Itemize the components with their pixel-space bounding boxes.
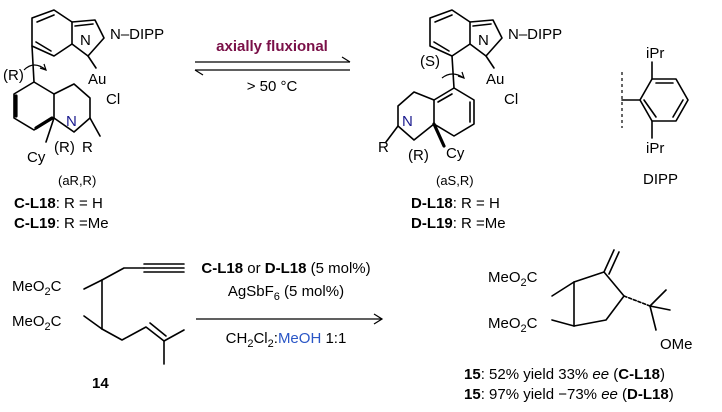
product-meo2c-bottom: MeO2C bbox=[488, 315, 538, 335]
result-1-close: ) bbox=[660, 366, 665, 383]
product-meo2c-bottom-c: C bbox=[527, 315, 538, 332]
d-l19-label: D-L19 bbox=[411, 215, 453, 232]
config-label-right: (aS,R) bbox=[436, 173, 474, 188]
r-axis-label-left: (R) bbox=[3, 67, 24, 84]
substrate-meo2c-bottom-subscript: 2 bbox=[45, 321, 51, 333]
ligand-d-l18-structure bbox=[385, 9, 503, 148]
amine-r-label-right: R bbox=[378, 139, 389, 156]
condition-meoh: MeOH bbox=[278, 330, 321, 347]
condition-loading-2: (5 mol%) bbox=[280, 283, 344, 300]
condition-line-1: C-L18 or D-L18 (5 mol%) bbox=[201, 260, 370, 277]
result-2-product: 15 bbox=[464, 386, 481, 403]
dipp-structure bbox=[621, 61, 689, 139]
d-l19-line: D-L19: R =Me bbox=[411, 215, 506, 232]
ipr-bottom-label: iPr bbox=[646, 140, 664, 157]
n-dipp-label-left: N–DIPP bbox=[110, 26, 164, 43]
product-meo2c-top-c: C bbox=[527, 269, 538, 286]
result-2-open: ( bbox=[618, 386, 627, 403]
substrate-number: 14 bbox=[92, 375, 109, 392]
result-2-close: ) bbox=[669, 386, 674, 403]
d-l19-r-label: : R =Me bbox=[453, 215, 506, 232]
substrate-meo2c-bottom-c: C bbox=[51, 313, 62, 330]
c-l18-line: C-L18: R = H bbox=[14, 195, 103, 212]
ipr-top-label: iPr bbox=[646, 45, 664, 62]
result-2-ee: ee bbox=[601, 386, 618, 403]
r-center-label-right: (R) bbox=[408, 147, 429, 164]
amine-n-label-right: N bbox=[402, 113, 413, 130]
result-line-1: 15: 52% yield 33% ee (C-L18) bbox=[464, 366, 665, 383]
condition-agsbf-subscript: 6 bbox=[274, 291, 280, 303]
result-2-catalyst: D-L18 bbox=[627, 386, 669, 403]
result-1-product: 15 bbox=[464, 366, 481, 383]
reaction-arrow bbox=[196, 313, 384, 325]
condition-loading-1: (5 mol%) bbox=[306, 260, 370, 277]
au-label-left: Au bbox=[88, 71, 106, 88]
condition-colon: : bbox=[274, 330, 278, 347]
condition-catalyst-d: D-L18 bbox=[265, 260, 307, 277]
result-1-open: ( bbox=[609, 366, 618, 383]
c-l18-r-label: : R = H bbox=[56, 195, 103, 212]
d-l18-line: D-L18: R = H bbox=[411, 195, 500, 212]
product-meo2c-bottom-prefix: MeO bbox=[488, 315, 521, 332]
cl-label-right: Cl bbox=[504, 91, 518, 108]
cy-label-left: Cy bbox=[27, 149, 46, 166]
n-dipp-label-right: N–DIPP bbox=[508, 26, 562, 43]
product-15-structure bbox=[551, 249, 671, 331]
arrow-top-label: axially fluxional bbox=[216, 38, 328, 55]
arrow-bottom-label: > 50 °C bbox=[247, 78, 298, 95]
product-ome-label: OMe bbox=[660, 336, 693, 353]
condition-ch-subscript: 2 bbox=[247, 338, 253, 350]
substrate-meo2c-bottom-prefix: MeO bbox=[12, 313, 45, 330]
substrate-meo2c-top-c: C bbox=[51, 278, 62, 295]
cy-label-right: Cy bbox=[446, 145, 465, 162]
result-line-2: 15: 97% yield −73% ee (D-L18) bbox=[464, 386, 674, 403]
n-label-right: N bbox=[478, 32, 489, 49]
product-meo2c-top-subscript: 2 bbox=[521, 277, 527, 289]
result-1-catalyst: C-L18 bbox=[618, 366, 660, 383]
substrate-meo2c-bottom: MeO2C bbox=[12, 313, 62, 333]
ligand-c-l18-structure bbox=[13, 9, 105, 143]
cl-label-left: Cl bbox=[106, 91, 120, 108]
condition-cl-subscript: 2 bbox=[268, 338, 274, 350]
d-l18-r-label: : R = H bbox=[453, 195, 500, 212]
substrate-meo2c-top-prefix: MeO bbox=[12, 278, 45, 295]
r-center-label-left: (R) bbox=[54, 139, 75, 156]
result-1-ee: ee bbox=[592, 366, 609, 383]
product-meo2c-bottom-subscript: 2 bbox=[521, 323, 527, 335]
condition-catalyst-c: C-L18 bbox=[201, 260, 243, 277]
product-meo2c-top: MeO2C bbox=[488, 269, 538, 289]
substrate-meo2c-top-subscript: 2 bbox=[45, 286, 51, 298]
amine-n-label-left: N bbox=[66, 113, 77, 130]
c-l18-label: C-L18 bbox=[14, 195, 56, 212]
condition-line-2: AgSbF6 (5 mol%) bbox=[228, 283, 344, 303]
s-axis-label-right: (S) bbox=[420, 53, 440, 70]
condition-line-3: CH2Cl2:MeOH 1:1 bbox=[226, 330, 347, 350]
condition-ratio: 1:1 bbox=[321, 330, 346, 347]
c-l19-label: C-L19 bbox=[14, 215, 56, 232]
c-l19-line: C-L19: R =Me bbox=[14, 215, 109, 232]
c-l19-r-label: : R =Me bbox=[56, 215, 109, 232]
condition-cl: Cl bbox=[253, 330, 267, 347]
d-l18-label: D-L18 bbox=[411, 195, 453, 212]
equilibrium-arrows bbox=[194, 56, 351, 76]
n-label-left: N bbox=[80, 32, 91, 49]
amine-r-label-left: R bbox=[82, 139, 93, 156]
result-2-text: : 97% yield −73% bbox=[481, 386, 602, 403]
substrate-14-structure bbox=[83, 263, 185, 365]
condition-or: or bbox=[243, 260, 265, 277]
au-label-right: Au bbox=[486, 71, 504, 88]
condition-ch: CH bbox=[226, 330, 248, 347]
condition-agsbf: AgSbF bbox=[228, 283, 274, 300]
result-1-text: : 52% yield 33% bbox=[481, 366, 593, 383]
config-label-left: (aR,R) bbox=[58, 173, 96, 188]
dipp-label: DIPP bbox=[643, 171, 678, 188]
substrate-meo2c-top: MeO2C bbox=[12, 278, 62, 298]
product-meo2c-top-prefix: MeO bbox=[488, 269, 521, 286]
